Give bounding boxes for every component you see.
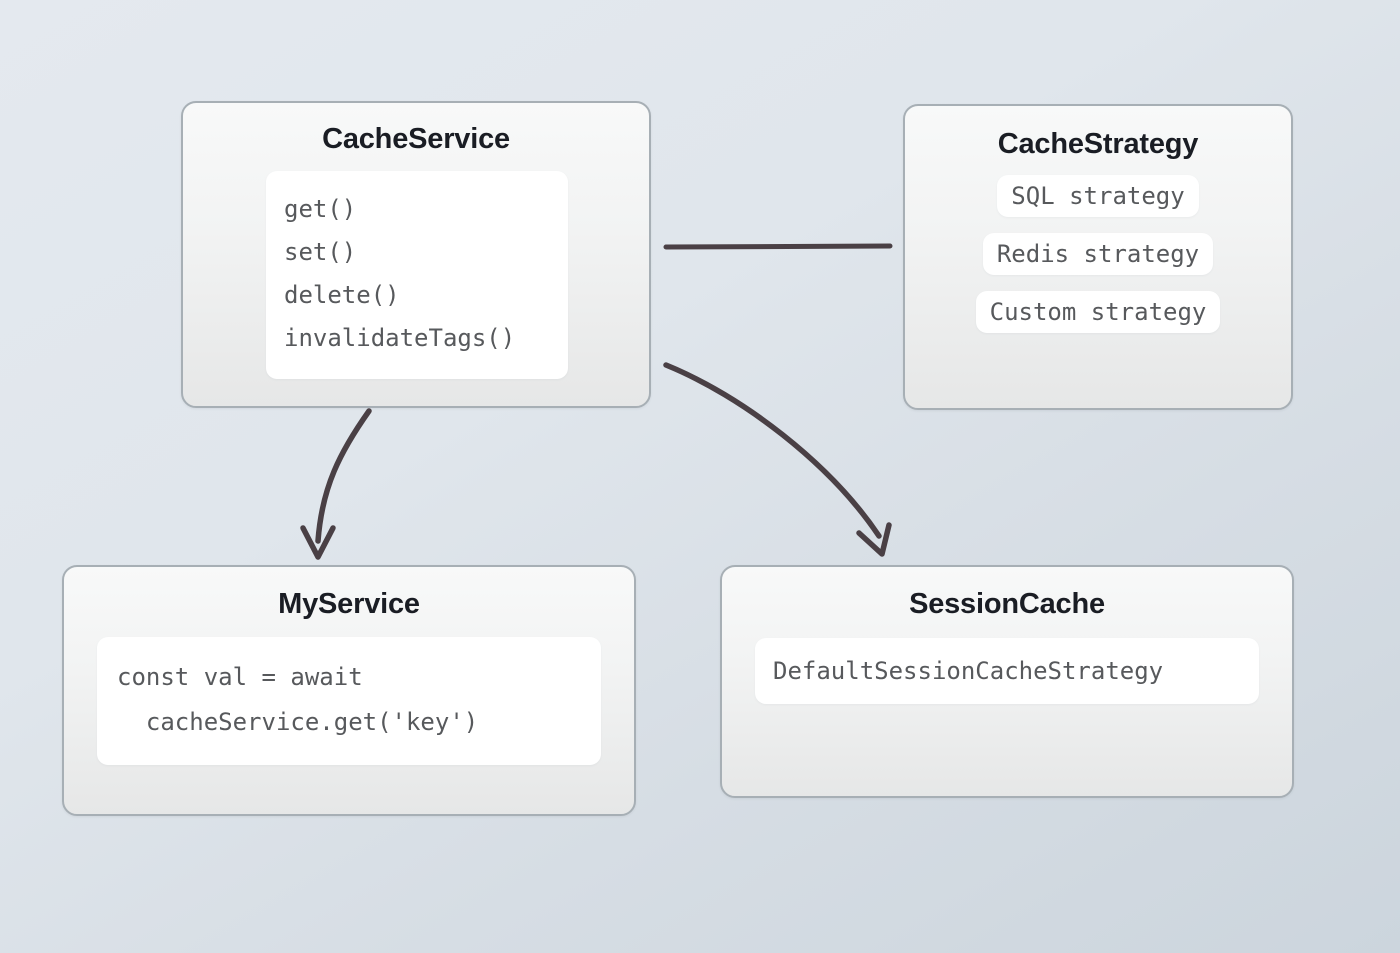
node-session-cache-title: SessionCache	[909, 588, 1105, 620]
code-line: const val = await	[117, 663, 363, 691]
connector-cache-service-to-cache-strategy	[663, 243, 893, 250]
node-my-service[interactable]: MyService const val = await cacheService…	[62, 565, 636, 816]
node-cache-strategy-title: CacheStrategy	[997, 128, 1199, 160]
node-cache-service[interactable]: CacheService get() set() delete() invali…	[181, 101, 651, 408]
method-item: delete()	[284, 281, 400, 309]
strategy-item-sql: SQL strategy	[997, 175, 1199, 217]
method-item: invalidateTags()	[284, 324, 516, 352]
session-cache-code-snippet: DefaultSessionCacheStrategy	[755, 638, 1259, 704]
connector-cache-service-to-my-service	[315, 408, 372, 544]
strategy-item-custom: Custom strategy	[975, 291, 1221, 333]
code-line: DefaultSessionCacheStrategy	[773, 657, 1164, 685]
strategy-item-redis: Redis strategy	[982, 233, 1214, 275]
node-my-service-title: MyService	[278, 588, 420, 620]
node-cache-service-title: CacheService	[322, 123, 510, 155]
cache-strategy-list: SQL strategy Redis strategy Custom strat…	[905, 175, 1291, 333]
arrowhead-my-service	[300, 525, 336, 560]
my-service-code-snippet: const val = await cacheService.get('key'…	[97, 637, 601, 765]
method-item: set()	[284, 238, 357, 266]
connector-cache-service-to-session-cache	[663, 362, 882, 539]
method-item: get()	[284, 195, 357, 223]
arrowhead-session-cache	[856, 522, 892, 557]
code-line: cacheService.get('key')	[117, 708, 479, 736]
cache-service-method-list: get() set() delete() invalidateTags()	[266, 171, 568, 379]
node-session-cache[interactable]: SessionCache DefaultSessionCacheStrategy	[720, 565, 1294, 798]
node-cache-strategy[interactable]: CacheStrategy SQL strategy Redis strateg…	[903, 104, 1293, 410]
